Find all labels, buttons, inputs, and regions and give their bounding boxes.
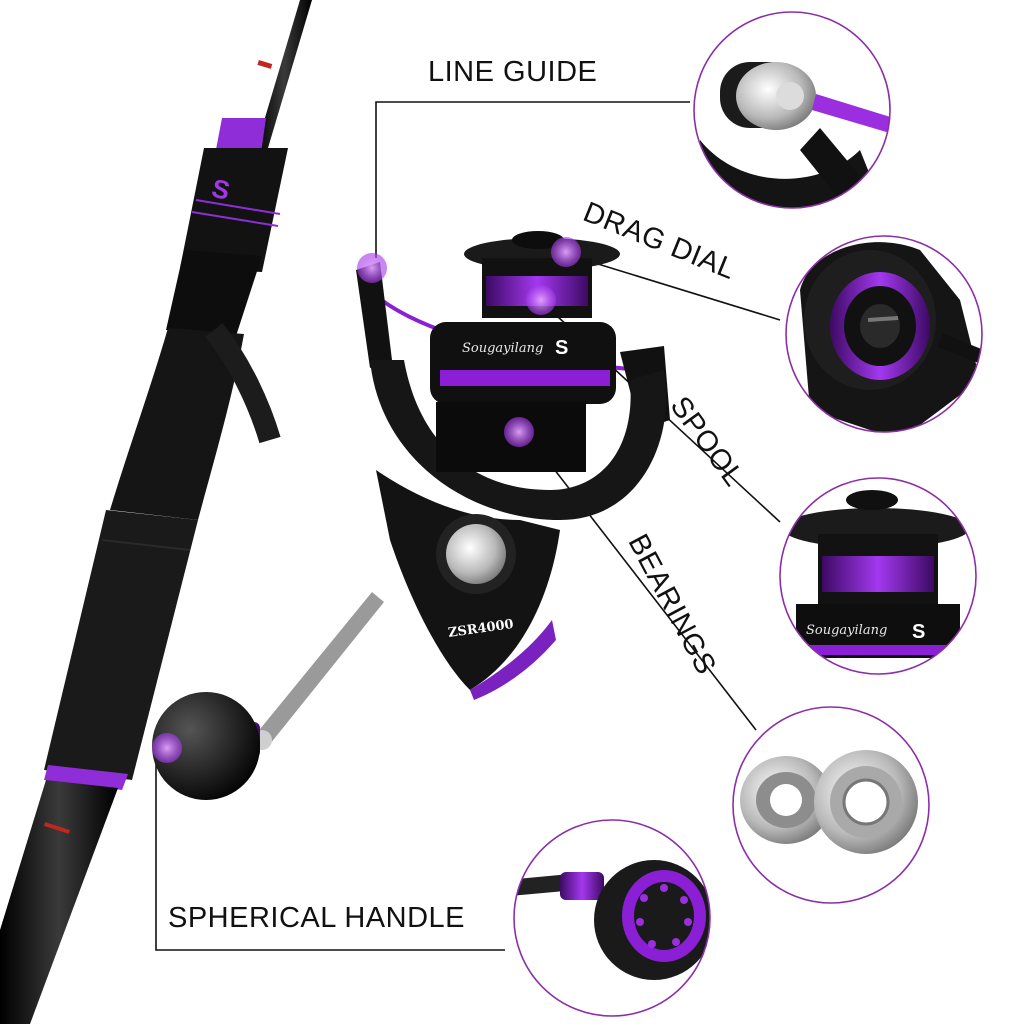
dot-spool: [526, 285, 556, 315]
label-line-guide: LINE GUIDE: [428, 56, 598, 88]
callout-drag-dial-image: [785, 235, 983, 433]
dot-bearings: [504, 417, 534, 447]
callout-spherical-handle-image: [513, 819, 711, 1017]
callout-bearings-image: [732, 706, 930, 904]
leader-drag-dial: [571, 255, 781, 321]
callout-spool-image: Sougayilang S: [779, 477, 977, 675]
fishing-rod: S: [0, 0, 312, 1024]
leader-line-guide: [375, 101, 690, 258]
dot-spherical-handle: [152, 733, 182, 763]
callout-line-guide-image: [693, 11, 891, 209]
leader-bearings: [529, 437, 757, 731]
svg-text:Sougayilang: Sougayilang: [806, 623, 887, 638]
leader-spherical-handle: [155, 760, 505, 951]
spinning-reel: Sougayilang S ZSR4000: [152, 231, 670, 800]
dot-drag-dial: [551, 237, 581, 267]
dot-line-guide: [357, 253, 387, 283]
svg-text:S: S: [555, 337, 568, 359]
highlight-dots: [152, 237, 581, 763]
svg-text:S: S: [912, 621, 925, 643]
brand-logo: Sougayilang: [462, 341, 543, 356]
label-spherical-handle: SPHERICAL HANDLE: [168, 902, 466, 934]
